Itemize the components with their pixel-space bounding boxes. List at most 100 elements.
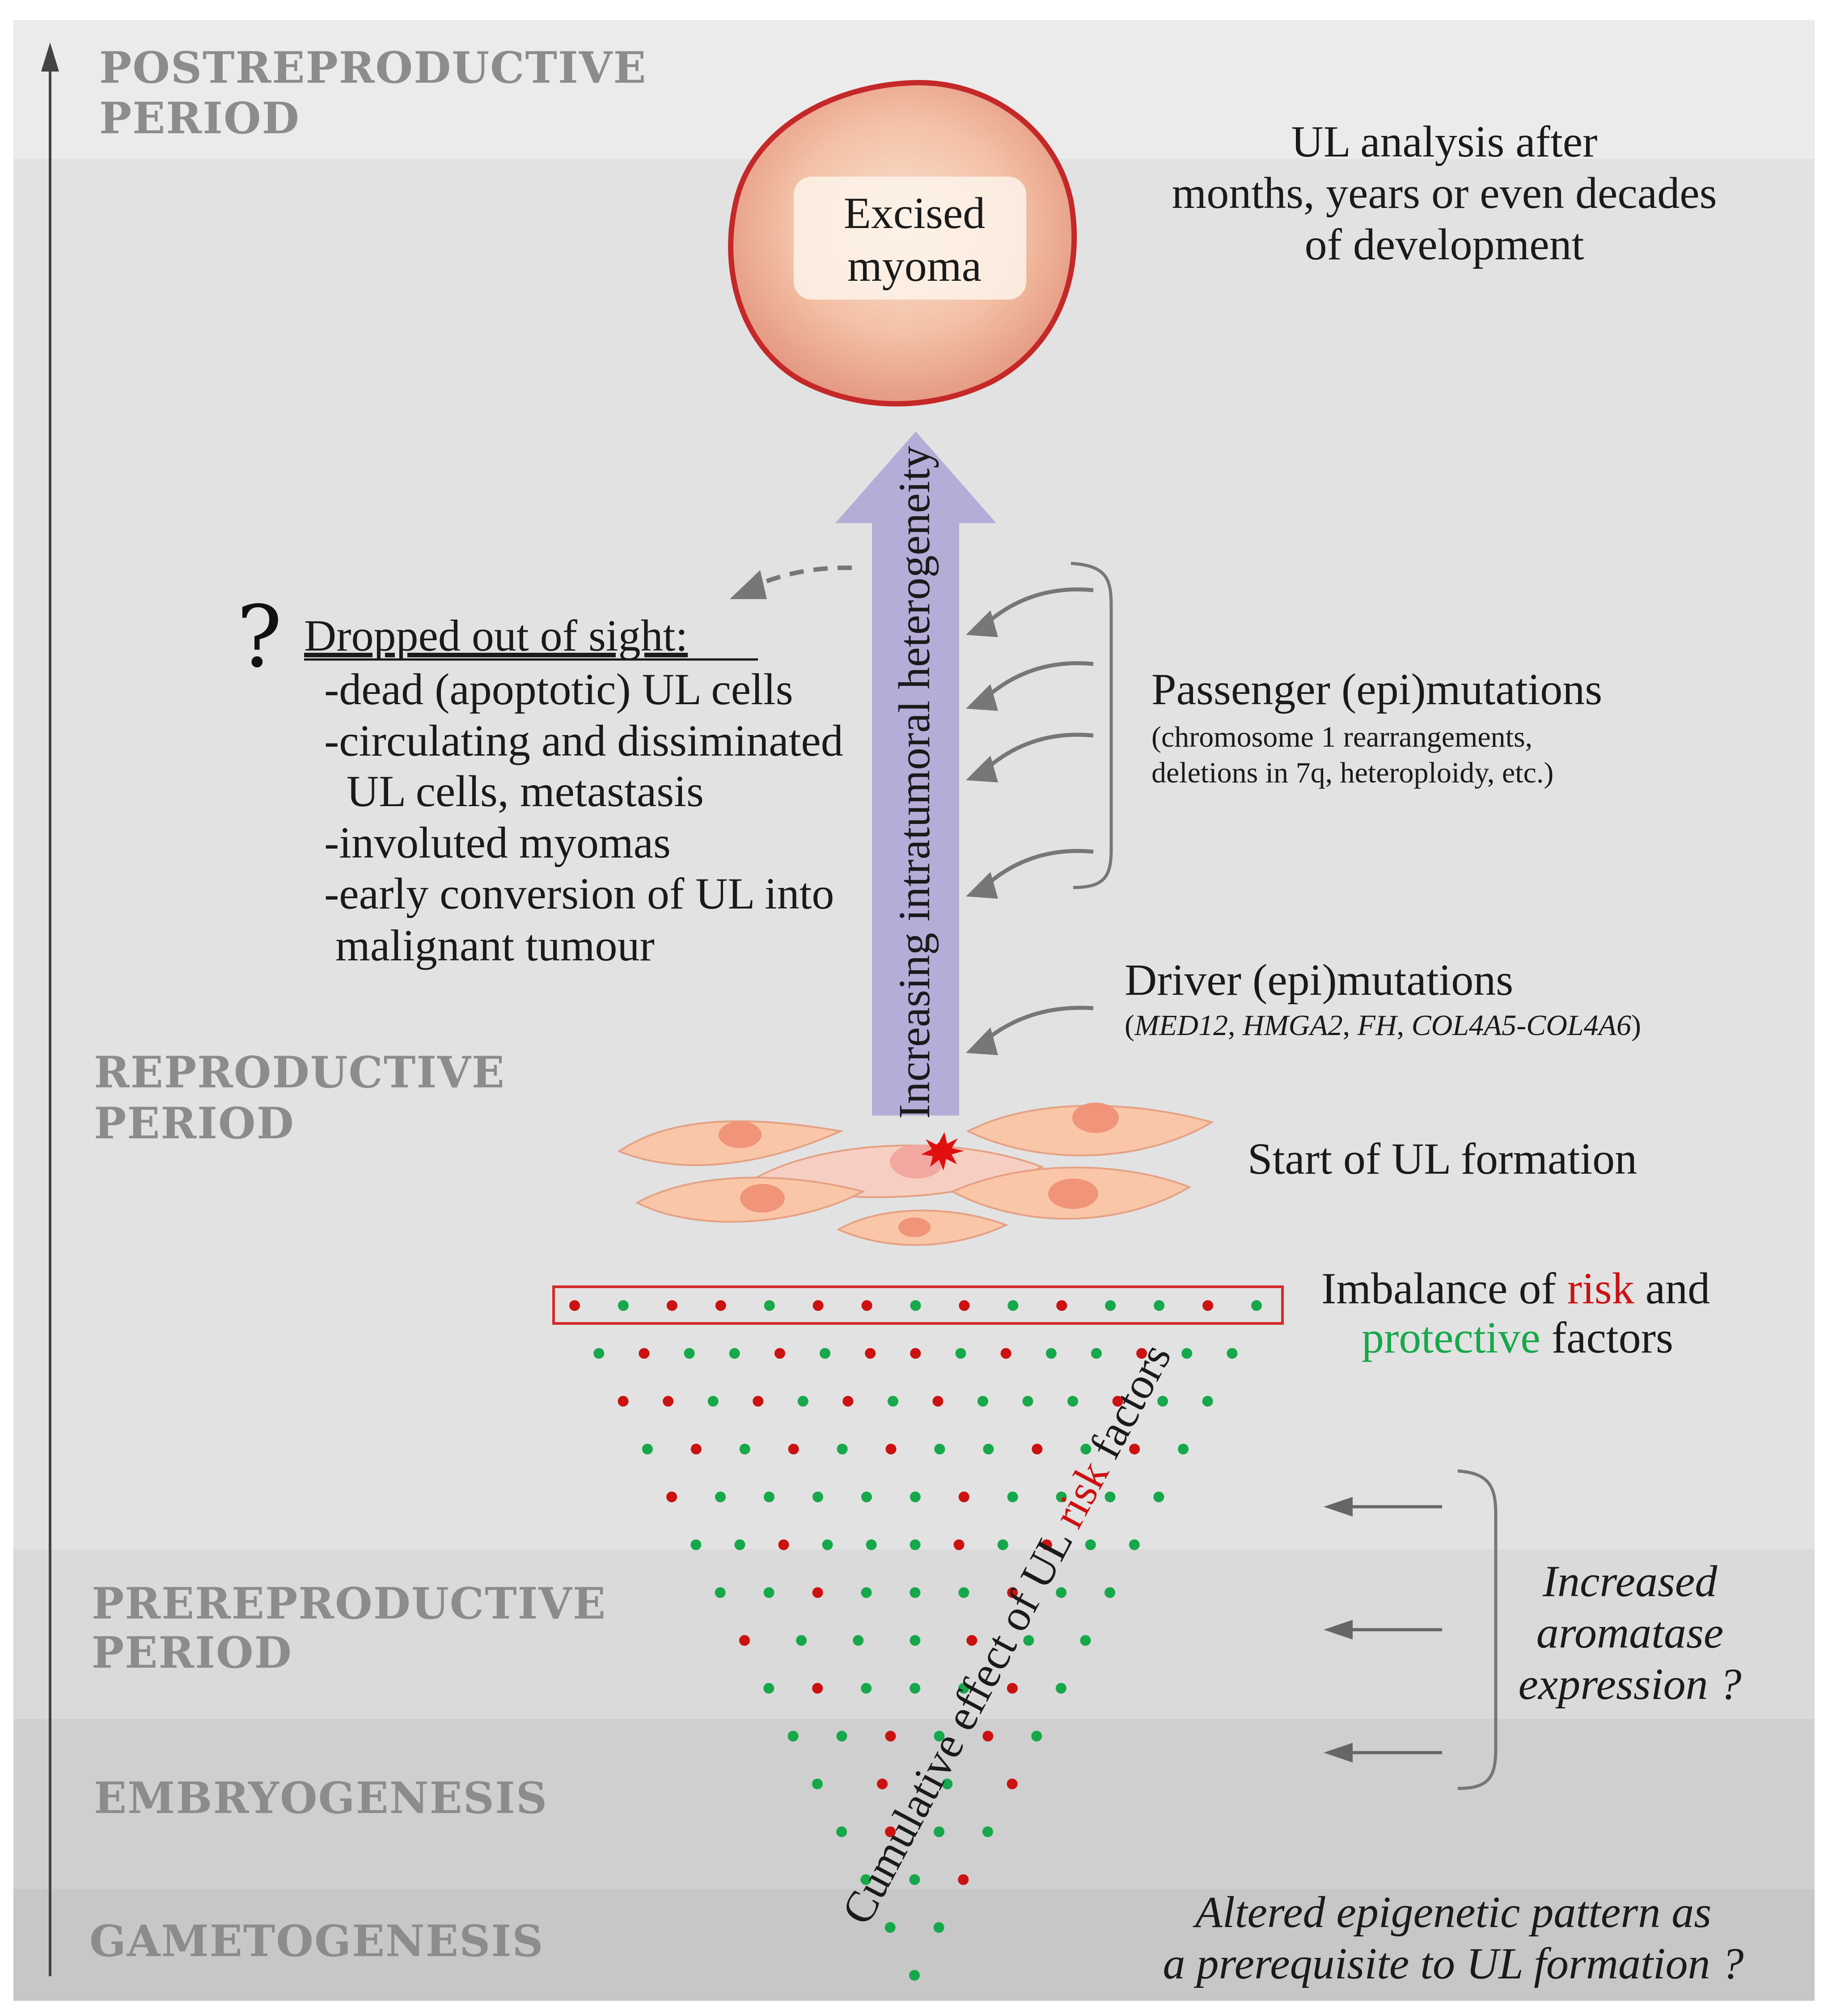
protective-factor-dot bbox=[910, 1587, 921, 1598]
band-gametogenesis bbox=[13, 1889, 1815, 2001]
risk-factor-dot bbox=[1007, 1587, 1018, 1598]
protective-factor-dot bbox=[955, 1348, 966, 1359]
risk-factor-dot bbox=[1032, 1444, 1043, 1454]
protective-factor-dot bbox=[715, 1492, 726, 1502]
driver-arrow bbox=[982, 1006, 1094, 1044]
protective-factor-dot bbox=[977, 1396, 988, 1407]
period-label-postreproductive: POSTREPRODUCTIVE bbox=[99, 42, 647, 93]
protective-factor-dot bbox=[1091, 1348, 1102, 1359]
passenger-bracket bbox=[1071, 562, 1113, 889]
protective-factor-dot bbox=[909, 1874, 920, 1885]
mutation-star-icon bbox=[921, 1132, 964, 1171]
risk-factor-dot bbox=[618, 1396, 629, 1407]
risk-factor-dot bbox=[812, 1587, 823, 1598]
protective-factor-dot bbox=[734, 1539, 745, 1550]
period-label-reproductive: REPRODUCTIVE bbox=[94, 1047, 505, 1098]
risk-factor-dot bbox=[715, 1300, 726, 1311]
excised-myoma: Excised myoma bbox=[728, 80, 1077, 407]
risk-factor-dot bbox=[812, 1300, 824, 1311]
protective-factor-dot bbox=[812, 1492, 823, 1502]
protective-factor-dot bbox=[860, 1874, 872, 1885]
risk-factor-dot bbox=[778, 1539, 789, 1550]
period-label-prereproductive-2: PERIOD bbox=[92, 1627, 292, 1678]
risk-factor-dot bbox=[958, 1874, 969, 1885]
risk-factor-dot bbox=[953, 1539, 965, 1550]
risk-factor-dot bbox=[663, 1396, 674, 1407]
aromatase-line2: aromatase bbox=[1536, 1608, 1724, 1657]
risk-protective-dots bbox=[569, 1300, 1262, 1981]
protective-factor-dot bbox=[1080, 1444, 1092, 1454]
protective-factor-dot bbox=[1045, 1348, 1057, 1359]
protective-factor-dot bbox=[820, 1348, 830, 1359]
aromatase-arrows bbox=[1324, 1497, 1442, 1762]
risk-factor-dot bbox=[910, 1348, 921, 1359]
protective-factor-dot bbox=[1129, 1539, 1140, 1550]
start-formation-label: Start of UL formation bbox=[1248, 1134, 1637, 1183]
epigenetic-line1: Altered epigenetic pattern as bbox=[1193, 1887, 1711, 1937]
protective-factor-dot bbox=[1067, 1396, 1079, 1407]
smooth-muscle-cells bbox=[617, 1103, 1214, 1246]
protective-factor-dot bbox=[958, 1683, 969, 1694]
protective-factor-dot bbox=[887, 1396, 898, 1407]
risk-factor-dot bbox=[959, 1300, 970, 1311]
protective-factor-dot bbox=[934, 1444, 945, 1454]
imbalance-box bbox=[552, 1285, 1284, 1325]
protective-factor-dot bbox=[763, 1587, 774, 1598]
risk-factor-dot bbox=[982, 1731, 994, 1741]
protective-factor-dot bbox=[642, 1444, 653, 1454]
risk-factor-dot bbox=[958, 1492, 969, 1502]
protective-factor-dot bbox=[861, 1492, 872, 1502]
imbalance-line1: Imbalance of risk and bbox=[1321, 1264, 1710, 1313]
risk-factor-dot bbox=[788, 1444, 799, 1454]
myoma-label-line1: Excised bbox=[844, 188, 986, 238]
risk-factor-dot bbox=[1136, 1348, 1147, 1359]
driver-detail: (MED12, HMGA2, FH, COL4A5-COL4A6) bbox=[1125, 1009, 1641, 1042]
time-axis-arrow bbox=[41, 42, 59, 1976]
protective-factor-dot bbox=[910, 1683, 921, 1694]
risk-factor-dot bbox=[1112, 1396, 1123, 1407]
heterogeneity-arrow-label: Increasing intratumoral heterogeneity bbox=[889, 446, 939, 1119]
protective-factor-dot bbox=[934, 1731, 945, 1741]
dropped-item-5: -early conversion of UL into bbox=[324, 869, 834, 918]
question-mark: ? bbox=[237, 587, 282, 686]
protective-factor-dot bbox=[822, 1539, 833, 1550]
period-label-prereproductive: PREREPRODUCTIVE bbox=[92, 1578, 606, 1629]
risk-factor-dot bbox=[1056, 1300, 1067, 1311]
imbalance-line2: protective factors bbox=[1362, 1313, 1673, 1362]
protective-factor-dot bbox=[1104, 1587, 1116, 1598]
risk-factor-dot bbox=[1041, 1539, 1052, 1550]
risk-factor-dot bbox=[1000, 1348, 1011, 1359]
protective-factor-dot bbox=[1251, 1300, 1262, 1311]
protective-factor-dot bbox=[934, 1826, 944, 1837]
dropped-out-dashed-arrow bbox=[730, 565, 852, 599]
risk-factor-dot bbox=[753, 1396, 764, 1407]
protective-factor-dot bbox=[837, 1444, 848, 1454]
passenger-detail-line2: deletions in 7q, heteroploidy, etc.) bbox=[1151, 757, 1553, 789]
risk-factor-dot bbox=[666, 1492, 677, 1502]
period-label-reproductive-2: PERIOD bbox=[94, 1098, 295, 1149]
protective-factor-dot bbox=[942, 1779, 953, 1789]
risk-factor-dot bbox=[569, 1300, 580, 1311]
risk-factor-dot bbox=[842, 1396, 854, 1407]
protective-factor-dot bbox=[690, 1539, 702, 1550]
risk-factor-dot bbox=[877, 1779, 888, 1789]
epigenetic-line2: a prerequisite to UL formation ? bbox=[1163, 1939, 1743, 1988]
protective-factor-dot bbox=[866, 1539, 877, 1550]
protective-factor-dot bbox=[1022, 1396, 1033, 1407]
protective-factor-dot bbox=[884, 1922, 896, 1933]
protective-factor-dot bbox=[1056, 1492, 1067, 1502]
dropped-item-1: -dead (apoptotic) UL cells bbox=[324, 664, 793, 714]
protective-factor-dot bbox=[1178, 1444, 1189, 1454]
protective-factor-dot bbox=[1023, 1635, 1034, 1646]
driver-title: Driver (epi)mutations bbox=[1125, 955, 1513, 1005]
risk-factor-dot bbox=[865, 1348, 876, 1359]
band-embryogenesis bbox=[13, 1719, 1815, 1889]
protective-factor-dot bbox=[982, 1826, 993, 1837]
risk-factor-dot bbox=[1007, 1779, 1018, 1789]
period-label-embryogenesis: EMBRYOGENESIS bbox=[94, 1773, 548, 1823]
protective-factor-dot bbox=[1104, 1492, 1116, 1502]
risk-factor-dot bbox=[885, 1444, 897, 1454]
protective-factor-dot bbox=[836, 1826, 847, 1837]
risk-factor-dot bbox=[1202, 1300, 1214, 1311]
protective-factor-dot bbox=[729, 1348, 740, 1359]
